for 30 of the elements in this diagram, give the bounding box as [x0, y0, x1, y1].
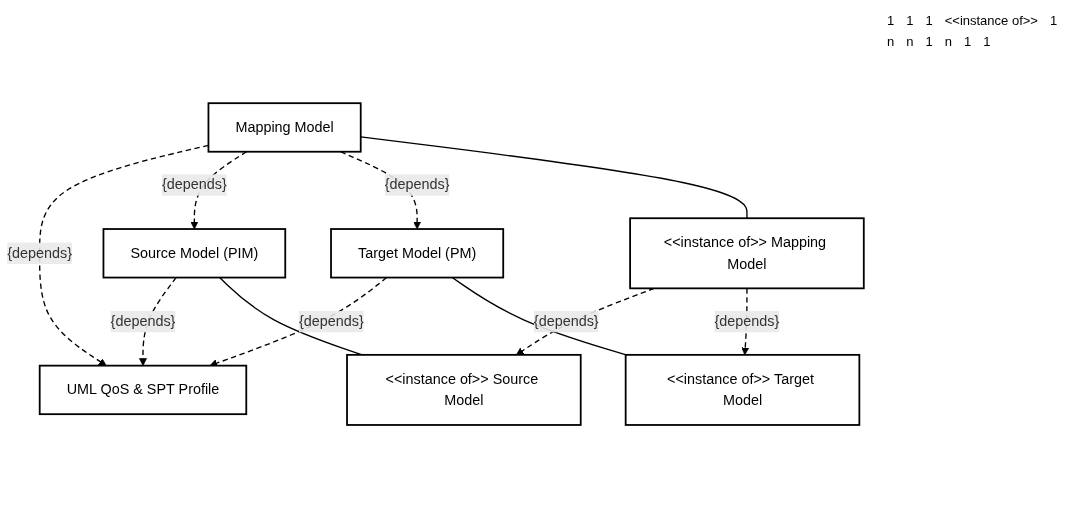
multiplicity-label: 1 [925, 13, 933, 28]
multiplicity-label: 1 [1049, 13, 1058, 28]
multiplicity-label: 1 [925, 34, 933, 49]
node-box: <<instance of>> Source Model [346, 354, 582, 427]
node-box: Target Model (PM) [330, 228, 505, 279]
node-box: Source Model (PIM) [102, 228, 287, 279]
connector [360, 136, 748, 220]
edge-label: {depends} [161, 177, 227, 193]
edge-label: {depends} [110, 313, 176, 330]
multiplicity-label: 1 [983, 34, 991, 49]
edge-label: {depends} [298, 313, 364, 330]
node-box: <<instance of>> Target Model [624, 354, 861, 427]
multiplicity-label: 1 [963, 34, 972, 49]
edge-label: {depends} [384, 177, 450, 193]
multiplicity-label: n [887, 34, 895, 49]
multiplicity-label: n [906, 34, 914, 49]
node-box: <<instance of>> Mapping Model [629, 217, 865, 290]
node-box: UML QoS & SPT Profile [38, 365, 248, 416]
arrow [516, 288, 655, 356]
arrow [139, 277, 177, 367]
node-box: Mapping Model [207, 102, 362, 154]
multiplicity-label: 1 [887, 13, 895, 28]
connector [219, 277, 363, 356]
multiplicity-label: n [944, 34, 952, 49]
multiplicity-label: <<instance of>> [944, 13, 1038, 28]
edge-label: {depends} [7, 245, 72, 261]
arrow [209, 277, 388, 368]
edge-label: {depends} [714, 313, 780, 330]
edge-label: {depends} [533, 313, 599, 330]
multiplicity-label: 1 [906, 13, 914, 28]
